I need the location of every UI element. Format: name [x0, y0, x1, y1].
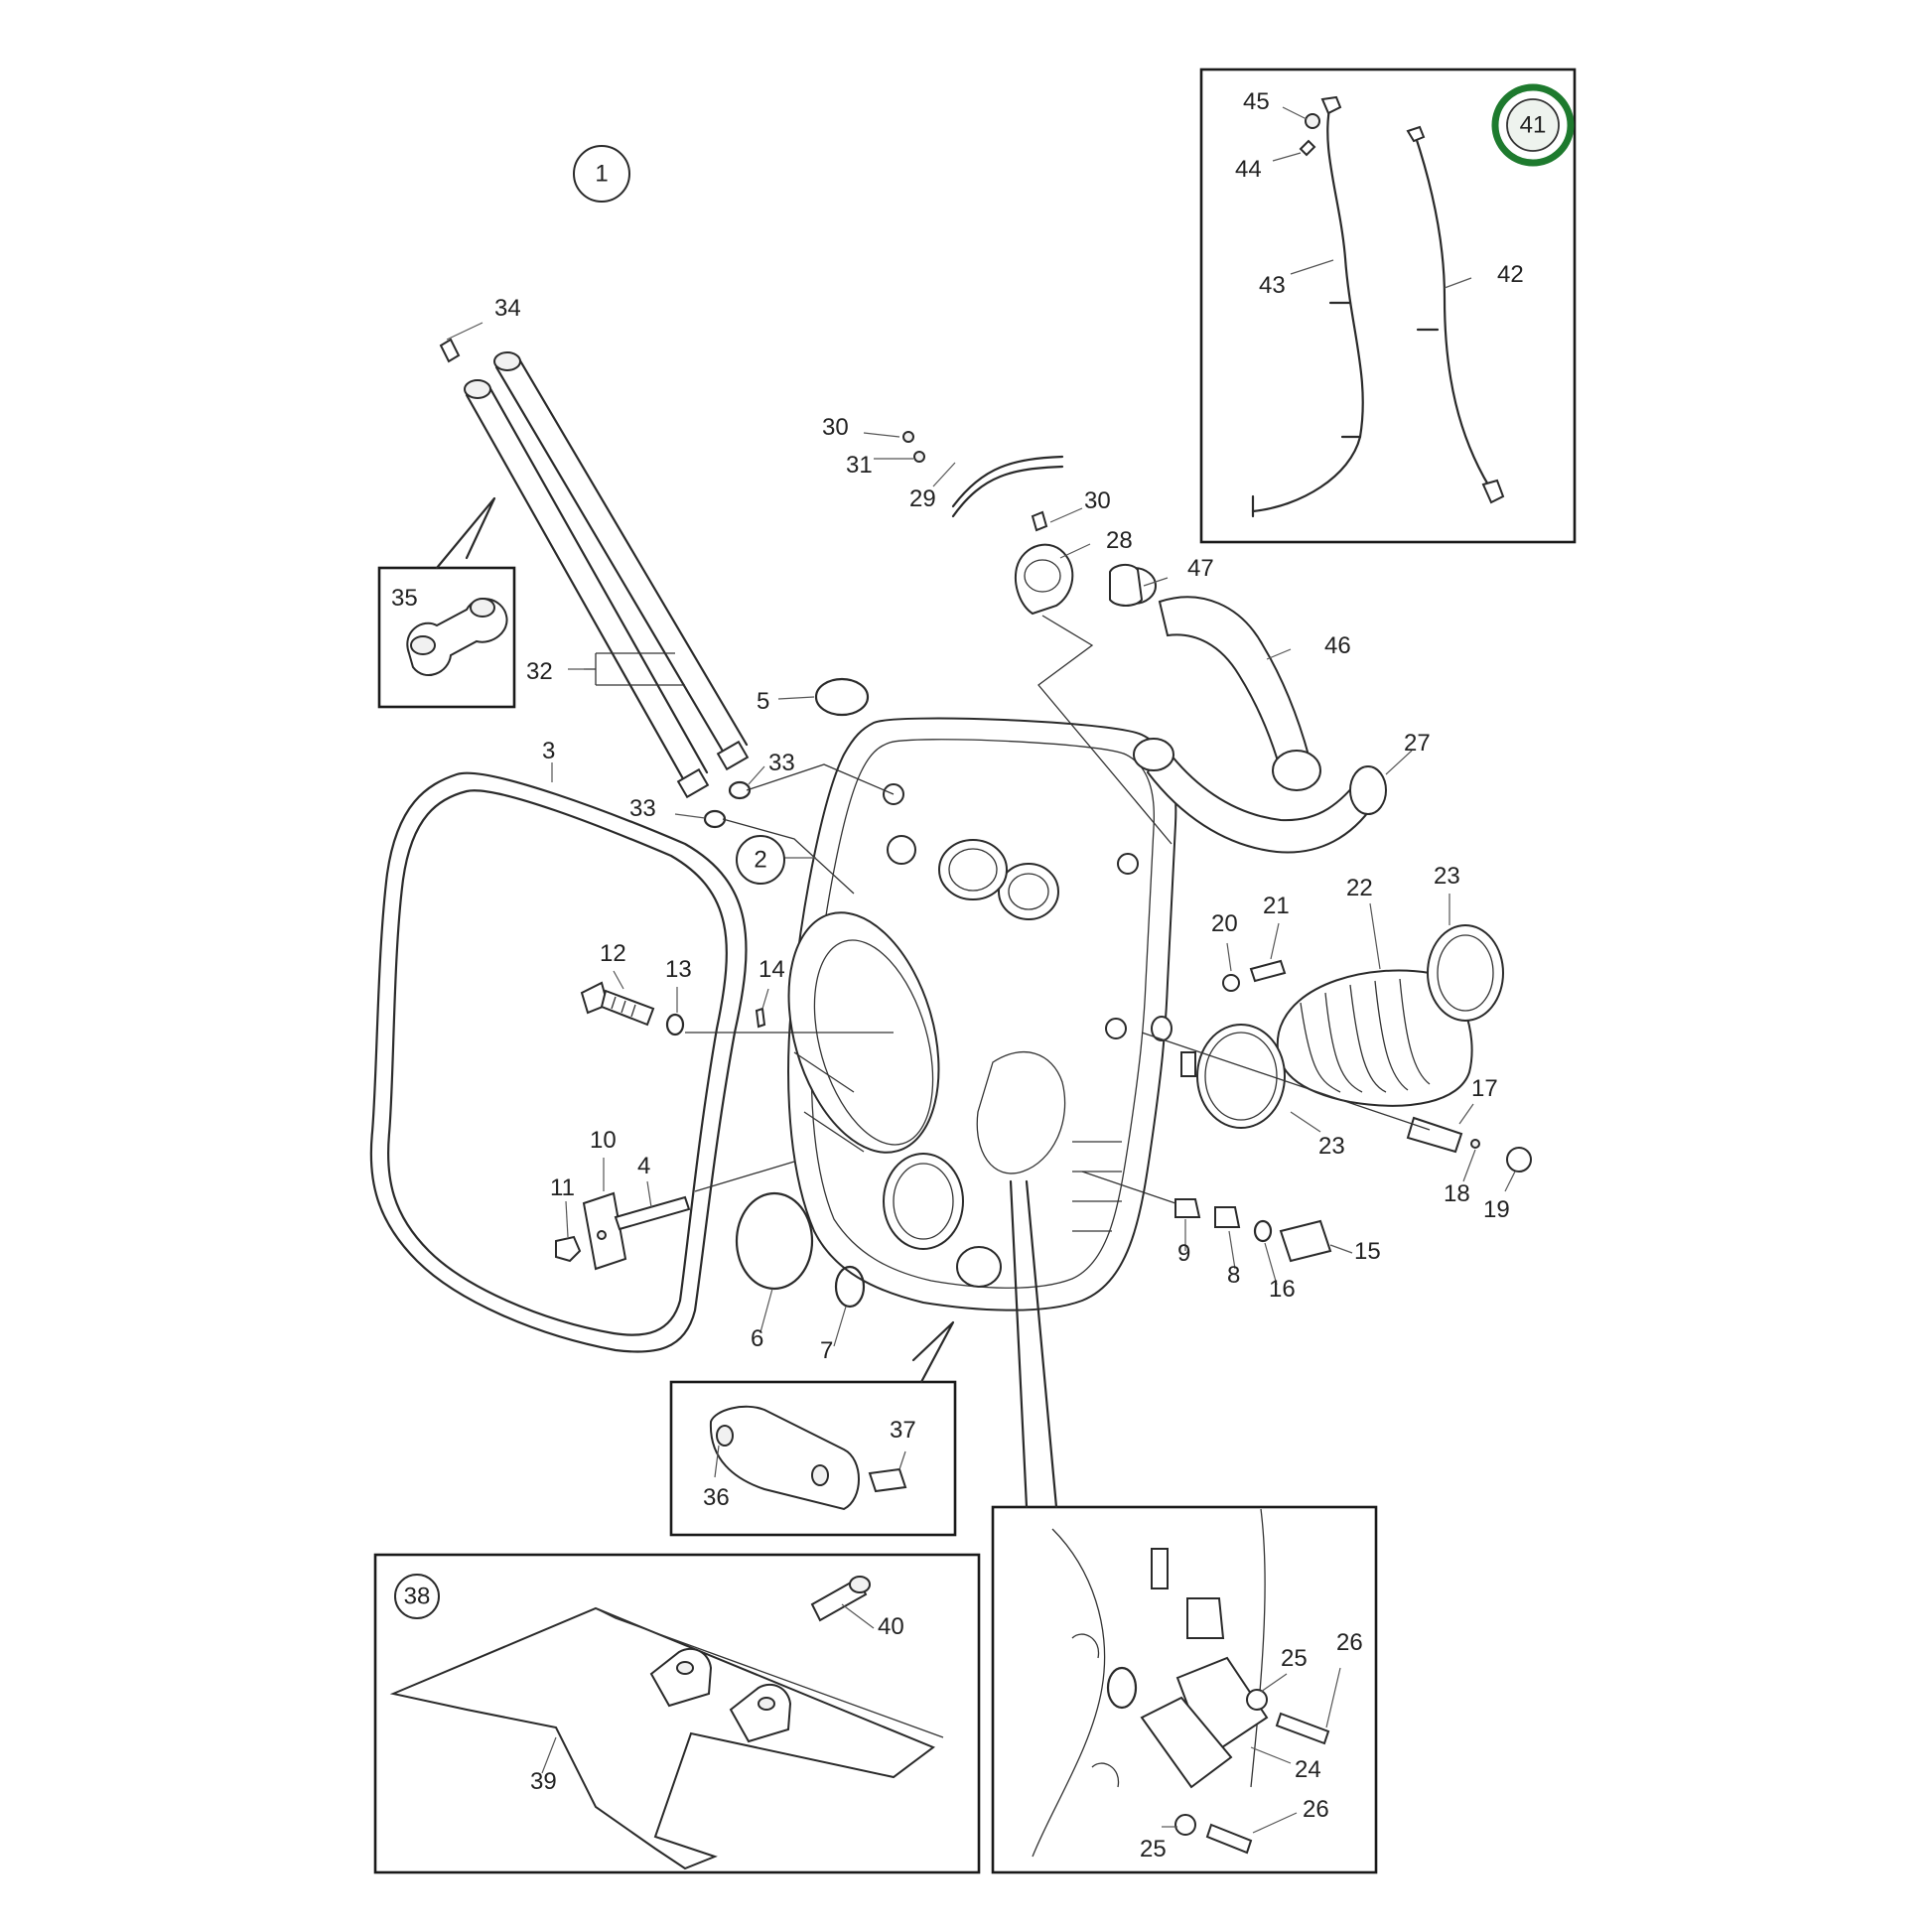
label-5: 5 — [757, 688, 769, 715]
callout-1-text: 1 — [595, 161, 608, 188]
callout-1: 1 — [573, 145, 630, 203]
label-29: 29 — [909, 485, 936, 512]
circled-callouts: 1 2 38 41 — [394, 83, 1575, 1619]
label-8: 8 — [1227, 1262, 1240, 1289]
tubes-assembly — [377, 322, 750, 799]
label-23-lower: 23 — [1318, 1133, 1345, 1160]
label-28: 28 — [1106, 527, 1133, 554]
label-9: 9 — [1177, 1240, 1190, 1267]
label-27: 27 — [1404, 730, 1431, 757]
label-16: 16 — [1269, 1276, 1296, 1303]
label-31: 31 — [846, 452, 873, 479]
label-20: 20 — [1211, 910, 1238, 937]
main-housing — [787, 717, 1177, 1311]
callout-2: 2 — [736, 835, 785, 885]
label-36: 36 — [703, 1484, 730, 1511]
label-13: 13 — [665, 956, 692, 983]
label-46: 46 — [1324, 632, 1351, 659]
label-6: 6 — [751, 1325, 763, 1352]
label-23-upper: 23 — [1434, 863, 1460, 890]
inset-sensor-24-26 — [991, 1179, 1378, 1874]
label-47: 47 — [1187, 555, 1214, 582]
label-4: 4 — [637, 1153, 650, 1179]
label-40: 40 — [878, 1613, 904, 1640]
label-30-lower: 30 — [1084, 487, 1111, 514]
callout-2-text: 2 — [754, 847, 766, 874]
label-39: 39 — [530, 1768, 557, 1795]
label-33-left: 33 — [629, 795, 656, 822]
label-24: 24 — [1295, 1756, 1321, 1783]
callout-38: 38 — [394, 1574, 440, 1619]
label-10: 10 — [590, 1127, 617, 1154]
label-42: 42 — [1497, 261, 1524, 288]
callout-38-text: 38 — [404, 1584, 431, 1610]
label-25-upper: 25 — [1281, 1645, 1308, 1672]
label-12: 12 — [600, 940, 626, 967]
part-labels: 45 44 43 42 34 30 31 29 30 28 47 46 35 3… — [391, 88, 1524, 1863]
label-17: 17 — [1471, 1075, 1498, 1102]
label-32: 32 — [526, 658, 553, 685]
label-19: 19 — [1483, 1196, 1510, 1223]
gasket-3 — [369, 762, 748, 1353]
label-26-lower: 26 — [1303, 1796, 1329, 1823]
inset-plate-38 — [373, 1553, 981, 1874]
small-parts — [555, 677, 1532, 1347]
label-15: 15 — [1354, 1238, 1381, 1265]
label-37: 37 — [890, 1417, 916, 1444]
label-33-right: 33 — [768, 750, 795, 776]
inset-wiring-harness — [1199, 68, 1577, 544]
label-26-upper: 26 — [1336, 1629, 1363, 1656]
label-43: 43 — [1259, 272, 1286, 299]
inset-cover-36-37 — [669, 1320, 957, 1537]
label-34: 34 — [494, 295, 521, 322]
label-11: 11 — [550, 1174, 575, 1201]
label-3: 3 — [542, 738, 555, 764]
label-21: 21 — [1263, 893, 1290, 919]
label-44: 44 — [1235, 156, 1262, 183]
label-18: 18 — [1444, 1180, 1470, 1207]
label-45: 45 — [1243, 88, 1270, 115]
label-7: 7 — [820, 1337, 833, 1364]
label-14: 14 — [759, 956, 785, 983]
label-35: 35 — [391, 585, 418, 612]
label-30-upper: 30 — [822, 414, 849, 441]
label-22: 22 — [1346, 875, 1373, 901]
hoses — [1111, 567, 1504, 1129]
label-25-lower: 25 — [1140, 1836, 1167, 1863]
thermostat-group — [863, 431, 1413, 845]
callout-41-text: 41 — [1520, 112, 1547, 139]
callout-41-highlighted: 41 — [1491, 83, 1575, 167]
